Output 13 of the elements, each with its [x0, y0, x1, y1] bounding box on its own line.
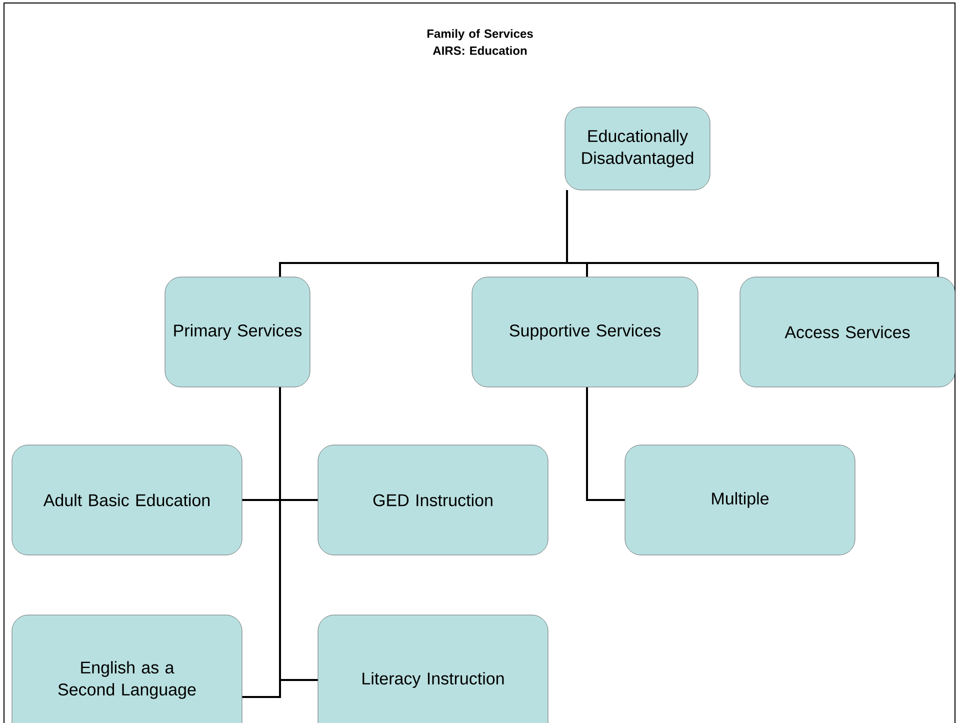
- service-box: Educationally Disadvantaged: [564, 106, 710, 190]
- service-box: Literacy Instruction: [318, 614, 548, 723]
- service-box: Access Services: [740, 276, 956, 388]
- connector: [279, 387, 318, 681]
- service-box: English as a Second Language: [12, 614, 242, 723]
- title: Family of Services AIRS: Education: [427, 29, 533, 55]
- connector: [566, 190, 939, 277]
- service-box: Adult Basic Education: [12, 444, 242, 556]
- service-box: GED Instruction: [318, 444, 548, 556]
- service-box: Supportive Services: [472, 276, 698, 388]
- service-box: Multiple: [624, 444, 856, 556]
- connector: [586, 387, 625, 501]
- service-box: Primary Services: [164, 276, 310, 388]
